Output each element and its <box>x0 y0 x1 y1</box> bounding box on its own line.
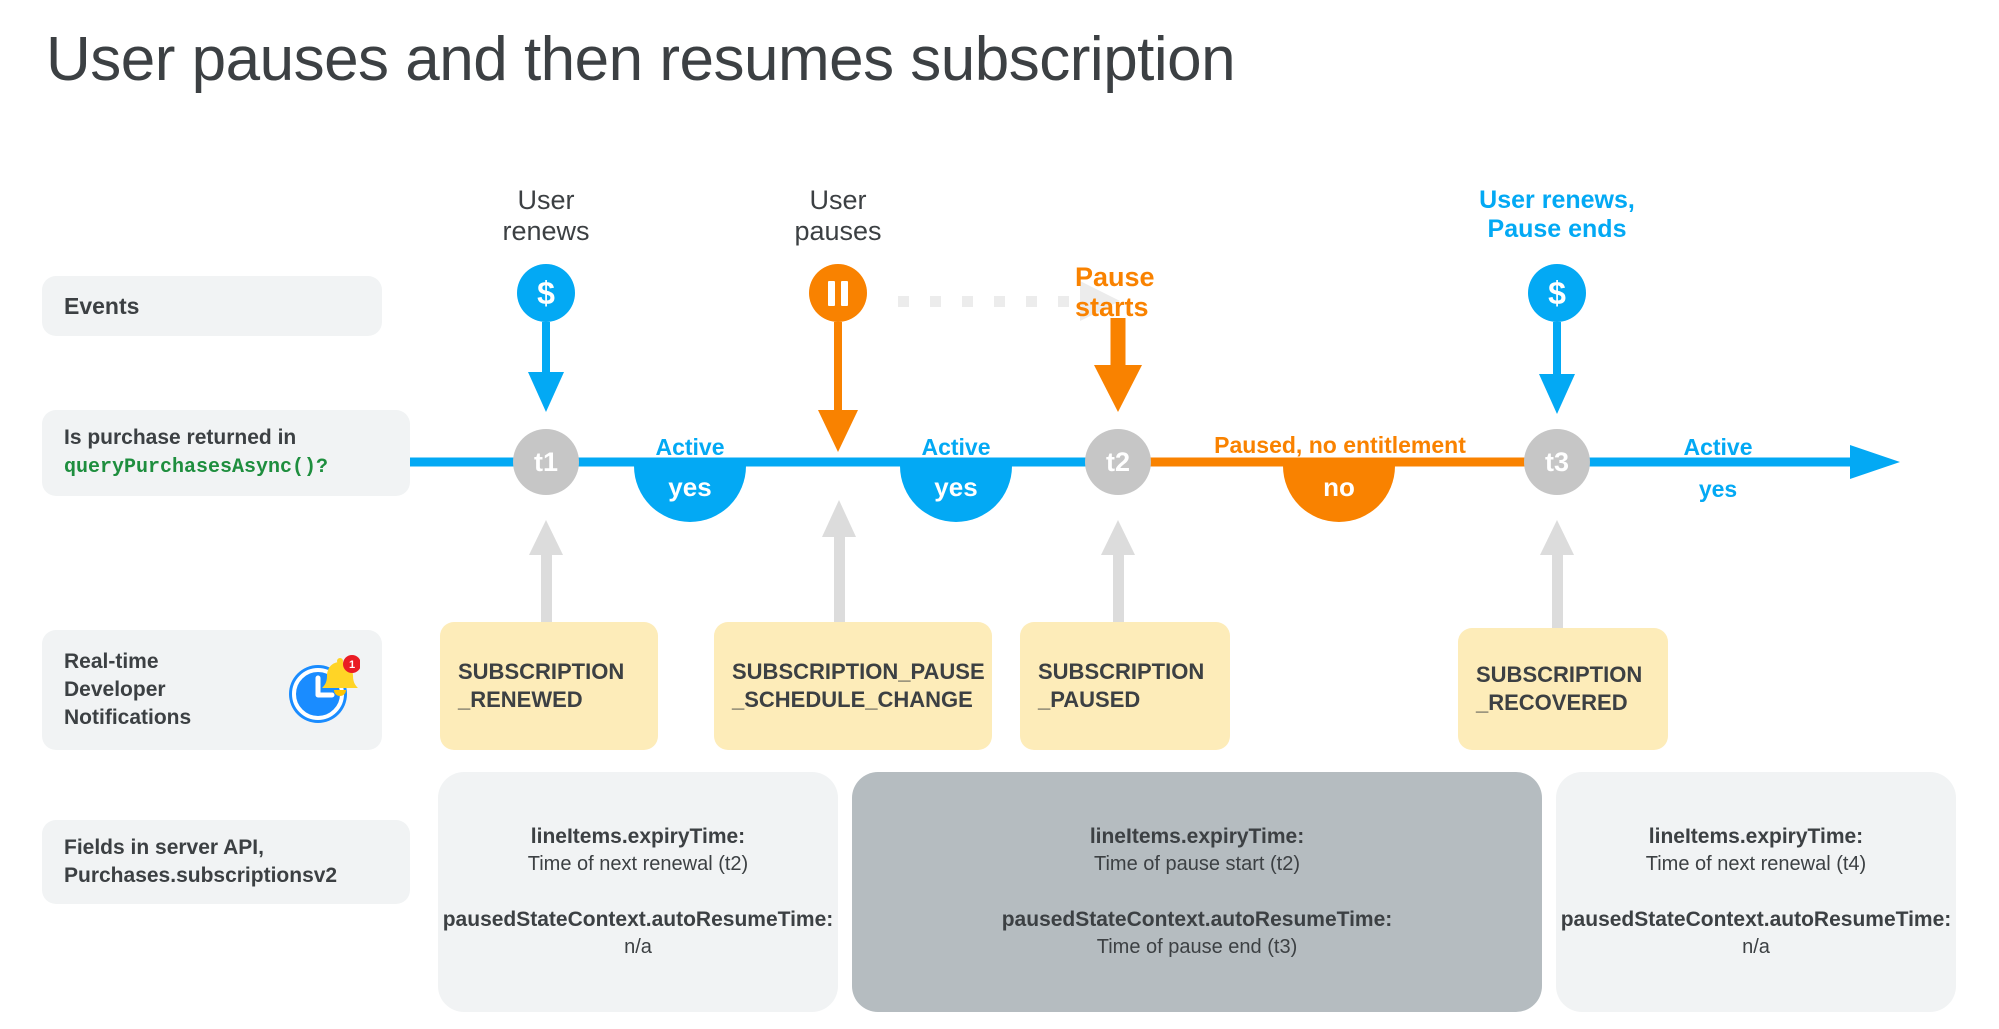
rtdn-box-line1: SUBSCRIPTION <box>1038 658 1205 684</box>
field-value-expiry-time: Time of next renewal (t4) <box>1645 853 1867 875</box>
field-key-auto-resume-time: pausedStateContext.autoResumeTime: <box>1560 908 1952 931</box>
event-label-line2: starts <box>1075 292 1149 323</box>
rtdn-label-line1: Real-time <box>64 649 159 673</box>
query-label-code: queryPurchasesAsync()? <box>64 456 329 480</box>
timeline-node-t2[interactable]: t2 <box>1085 429 1151 495</box>
field-key-auto-resume-time: pausedStateContext.autoResumeTime: <box>1001 908 1393 931</box>
dollar-icon: $ <box>537 275 555 311</box>
entitlement-bubble-no: no <box>1283 466 1395 522</box>
field-value-expiry-time: Time of next renewal (t2) <box>527 853 749 875</box>
entitlement-bubble-yes-1: yes <box>634 466 746 522</box>
rtdn-box-subscription-renewed[interactable]: SUBSCRIPTION _RENEWED <box>440 622 658 750</box>
rtdn-box-line2: _PAUSED <box>1038 687 1141 712</box>
event-label-pause-starts: Pause starts <box>1075 262 1255 322</box>
row-label-query-purchases: Is purchase returned in queryPurchasesAs… <box>42 410 410 496</box>
field-panel-paused: lineItems.expiryTime: Time of pause star… <box>852 772 1542 1012</box>
state-label-active-2: Active <box>921 434 991 460</box>
page-title: User pauses and then resumes subscriptio… <box>46 25 1236 94</box>
state-label-paused: Paused, no entitlement <box>1214 432 1466 458</box>
rtdn-box-subscription-recovered[interactable]: SUBSCRIPTION _RECOVERED <box>1458 628 1668 750</box>
row-label-events: Events <box>42 276 382 336</box>
event-label-line1: User <box>809 185 867 215</box>
field-group-auto-resume: pausedStateContext.autoResumeTime: n/a <box>443 906 834 961</box>
row-label-events-text: Events <box>64 292 140 319</box>
field-value-auto-resume-time: n/a <box>1742 936 1770 959</box>
field-group-expiry: lineItems.expiryTime: Time of pause star… <box>1090 823 1304 878</box>
event-label-line2: Pause ends <box>1487 215 1627 243</box>
event-label-line1: User <box>517 185 575 215</box>
timeline-node-t1[interactable]: t1 <box>513 429 579 495</box>
field-panel-renewed: lineItems.expiryTime: Time of next renew… <box>438 772 838 1012</box>
field-key-expiry-time: lineItems.expiryTime: <box>1089 824 1305 848</box>
event-label-line1: User renews, <box>1479 186 1635 214</box>
rtdn-box-line1: SUBSCRIPTION <box>458 658 625 684</box>
dollar-icon: $ <box>1548 275 1566 311</box>
field-key-expiry-time: lineItems.expiryTime: <box>1648 824 1864 848</box>
field-group-expiry: lineItems.expiryTime: Time of next renew… <box>528 823 748 878</box>
state-label-active-1: Active <box>655 434 725 460</box>
rtdn-badge-count: 1 <box>349 659 355 671</box>
field-value-auto-resume-time: n/a <box>624 936 652 959</box>
rtdn-label-line2: Developer <box>64 677 166 701</box>
field-group-auto-resume: pausedStateContext.autoResumeTime: n/a <box>1561 906 1952 961</box>
clock-bell-notification-icon: 1 <box>284 652 361 728</box>
rtdn-box-line1: SUBSCRIPTION_PAUSE <box>732 658 985 684</box>
rtdn-box-subscription-pause-schedule-change[interactable]: SUBSCRIPTION_PAUSE _SCHEDULE_CHANGE <box>714 622 992 750</box>
field-group-auto-resume: pausedStateContext.autoResumeTime: Time … <box>1002 906 1393 961</box>
row-label-rtdn: Real-time Developer Notifications 1 <box>42 630 382 750</box>
field-group-expiry: lineItems.expiryTime: Time of next renew… <box>1646 823 1866 878</box>
event-label-line2: renews <box>502 216 590 247</box>
rtdn-box-line2: _SCHEDULE_CHANGE <box>732 687 973 712</box>
field-value-auto-resume-time: Time of pause end (t3) <box>1096 936 1298 959</box>
state-label-active-3: Active <box>1683 434 1753 460</box>
timeline-node-t3[interactable]: t3 <box>1524 429 1590 495</box>
pause-icon <box>828 280 848 306</box>
query-label-line1: Is purchase returned in <box>64 426 297 450</box>
fields-label-line2: Purchases.subscriptionsv2 <box>64 864 338 887</box>
event-marker-renew-dollar[interactable]: $ <box>517 264 575 322</box>
event-label-user-renews-pause-ends: User renews, Pause ends <box>1437 186 1677 244</box>
row-label-server-fields: Fields in server API, Purchases.subscrip… <box>42 820 410 904</box>
event-label-line2: pauses <box>794 216 882 247</box>
rtdn-box-line2: _RECOVERED <box>1476 690 1628 715</box>
rtdn-box-line1: SUBSCRIPTION <box>1476 661 1643 687</box>
field-key-auto-resume-time: pausedStateContext.autoResumeTime: <box>442 908 834 931</box>
entitlement-bubble-yes-2: yes <box>900 466 1012 522</box>
field-panel-recovered: lineItems.expiryTime: Time of next renew… <box>1556 772 1956 1012</box>
rtdn-box-line2: _RENEWED <box>458 687 583 712</box>
fields-label-line1: Fields in server API, <box>64 835 264 859</box>
event-marker-pause[interactable] <box>809 264 867 322</box>
event-label-user-renews: User renews <box>466 185 626 248</box>
rtdn-box-subscription-paused[interactable]: SUBSCRIPTION _PAUSED <box>1020 622 1230 750</box>
field-key-expiry-time: lineItems.expiryTime: <box>530 824 746 848</box>
event-label-line1: Pause <box>1075 262 1155 292</box>
event-marker-renew-dollar-2[interactable]: $ <box>1528 264 1586 322</box>
rtdn-label-line3: Notifications <box>64 706 192 730</box>
event-label-user-pauses: User pauses <box>758 185 918 248</box>
entitlement-label-yes-3: yes <box>1698 476 1738 502</box>
field-value-expiry-time: Time of pause start (t2) <box>1094 853 1300 875</box>
